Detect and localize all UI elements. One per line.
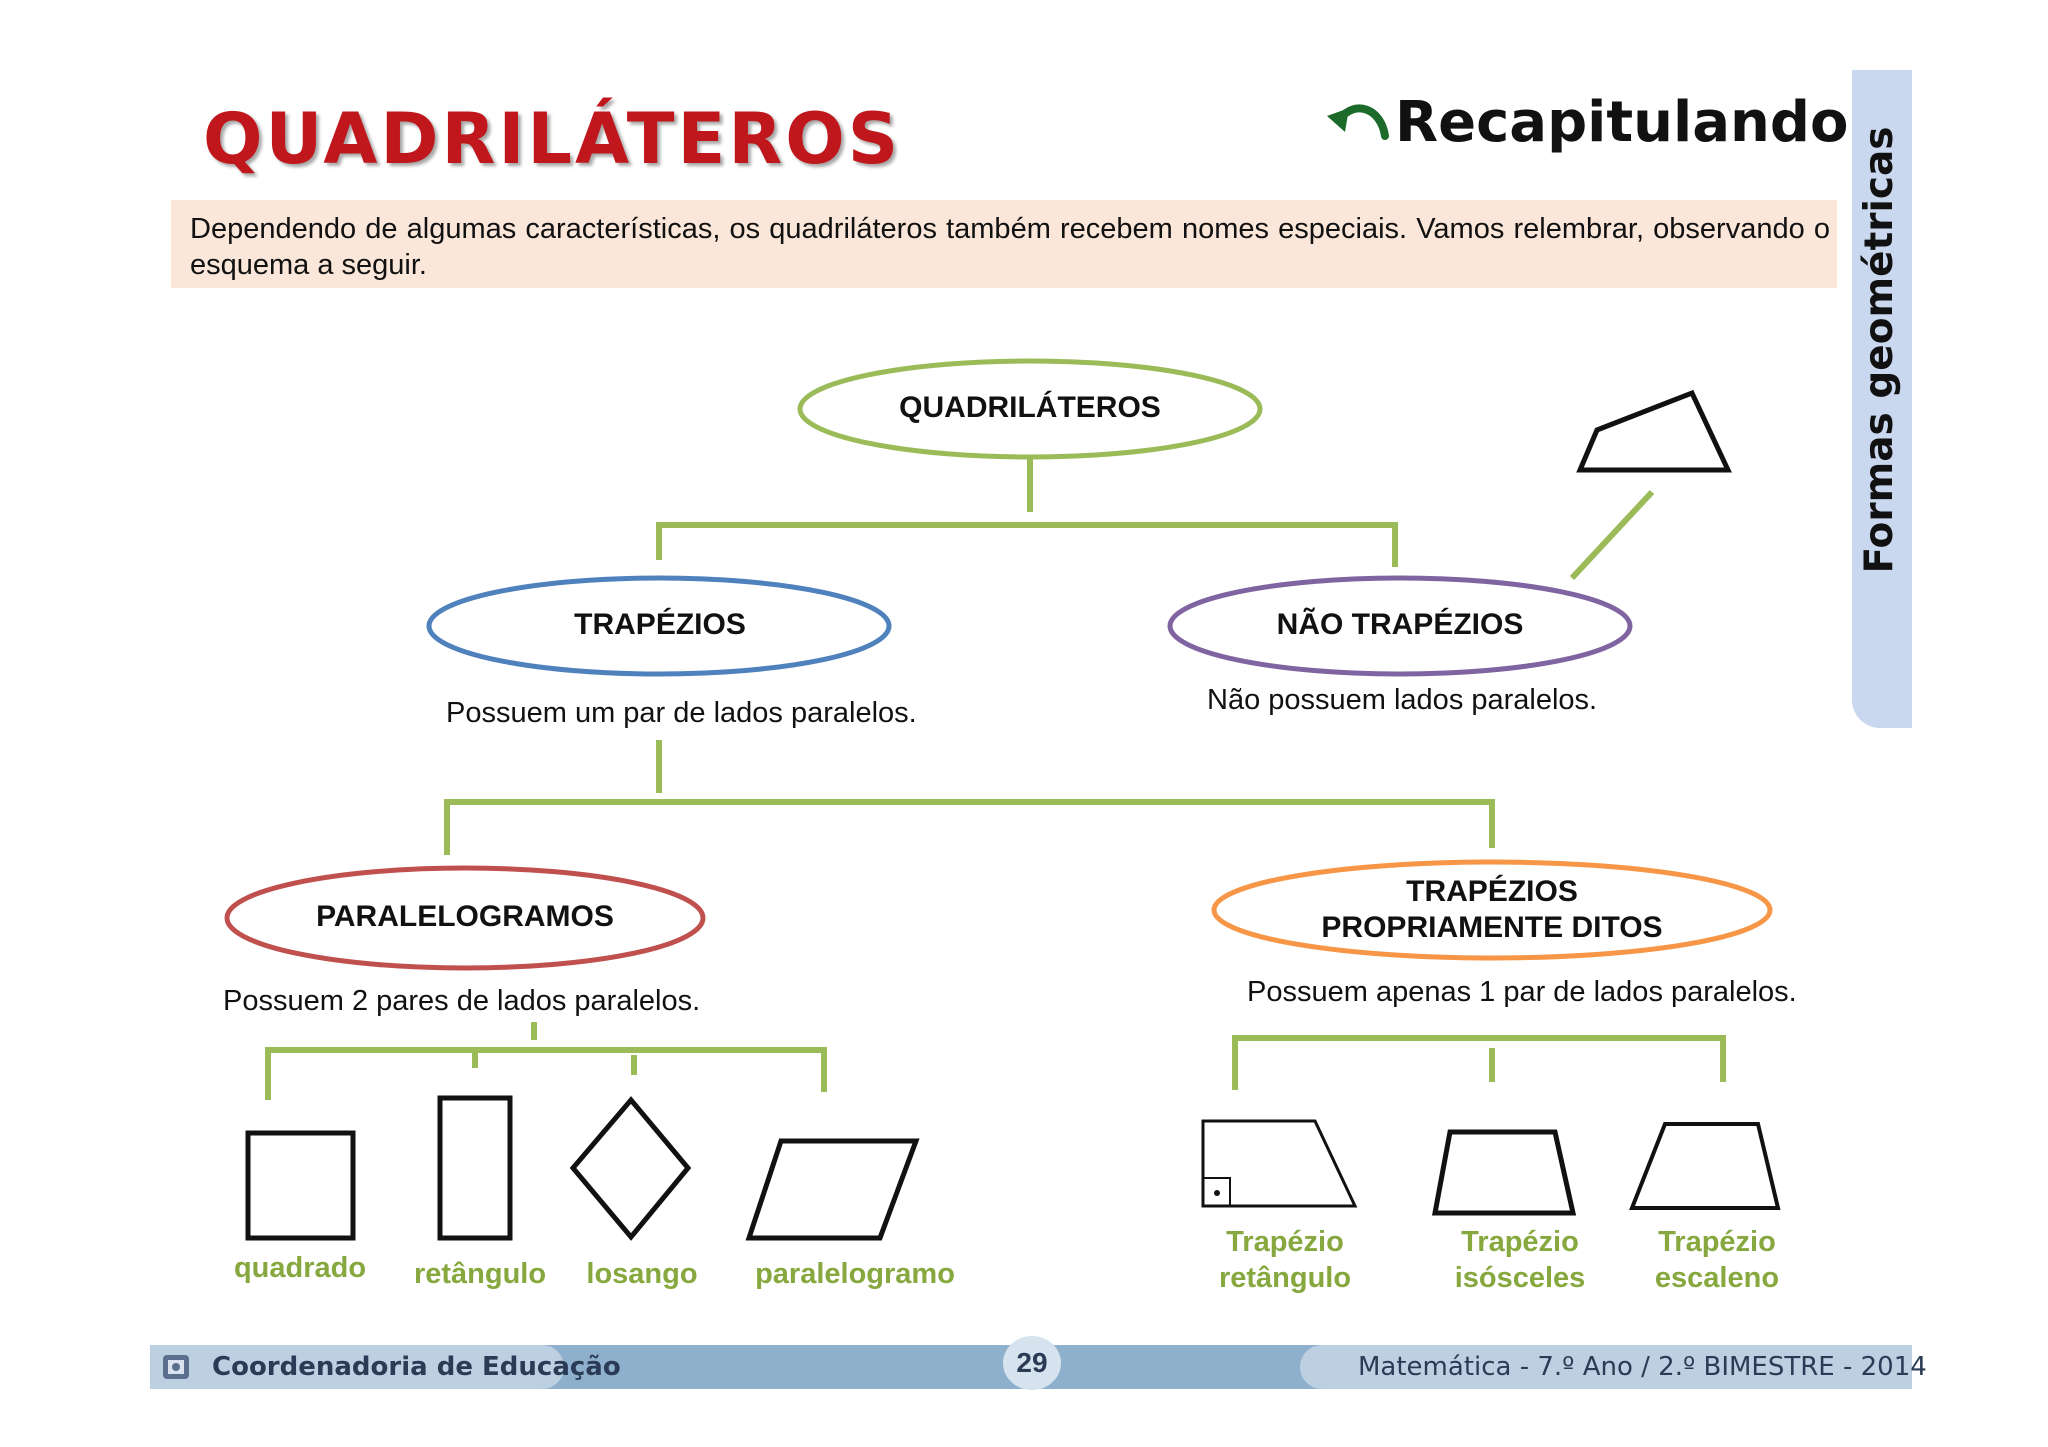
losango-shape (569, 1096, 692, 1241)
footer-right-panel (1300, 1345, 1912, 1389)
emblem-icon (163, 1355, 189, 1379)
root-label: QUADRILÁTEROS (899, 391, 1161, 424)
trapezios-pd-line2: PROPRIAMENTE DITOS (1321, 911, 1663, 944)
nao-trapezios-desc: Não possuem lados paralelos. (1207, 684, 1598, 716)
shape-label-retangulo: retângulo (413, 1258, 547, 1290)
side-tab (1852, 70, 1912, 728)
retangulo-shape (437, 1095, 513, 1241)
paralelogramos-desc: Possuem 2 pares de lados paralelos. (223, 985, 701, 1017)
footer-left-panel (150, 1345, 564, 1389)
trapezios-label: TRAPÉZIOS (574, 608, 746, 641)
shape-label-losango: losango (586, 1258, 698, 1290)
right-angle-dot (1214, 1190, 1220, 1196)
nao-trapezios-label: NÃO TRAPÉZIOS (1276, 608, 1524, 641)
intro-box (171, 200, 1837, 288)
shape-label-quadrado: quadrado (233, 1252, 367, 1284)
paralelogramos-ellipse (224, 865, 706, 971)
trapezio-retangulo-shape (1201, 1119, 1358, 1208)
trapezio-retangulo-line2: retângulo (1218, 1262, 1352, 1294)
footer-course: Matemática - 7.º Ano / 2.º BIMESTRE - 20… (1358, 1352, 1927, 1382)
nao-trapezios-ellipse (1167, 575, 1633, 677)
trapezio-isosceles-shape (1431, 1129, 1577, 1216)
trapezios-ellipse (426, 575, 892, 677)
quadrado-shape (245, 1130, 356, 1241)
paralelogramos-label: PARALELOGRAMOS (316, 900, 614, 933)
trapezio-escaleno-line1: Trapézio (1658, 1226, 1776, 1258)
trapezio-isosceles-line2: isósceles (1454, 1262, 1586, 1294)
root-ellipse (797, 358, 1263, 460)
right-angle-mark (1202, 1177, 1231, 1207)
shape-label-trapezio-isosceles: Trapézio isósceles (1425, 1224, 1615, 1296)
trapezio-isosceles-line1: Trapézio (1461, 1226, 1579, 1258)
nao-trapezio-shape (1576, 389, 1732, 473)
shape-label-paralelogramo: paralelogramo (755, 1258, 955, 1290)
connector-lines (265, 457, 1726, 1100)
trapezio-escaleno-line2: escaleno (1654, 1262, 1780, 1294)
trapezio-escaleno-shape (1629, 1122, 1781, 1210)
trapezios-pd-desc: Possuem apenas 1 par de lados paralelos. (1247, 976, 1797, 1008)
trapezios-pd-label: TRAPÉZIOS PROPRIAMENTE DITOS (1214, 874, 1770, 946)
page-number: 29 (1003, 1336, 1061, 1390)
trapezios-desc: Possuem um par de lados paralelos. (446, 697, 917, 729)
shape-label-trapezio-escaleno: Trapézio escaleno (1622, 1224, 1812, 1296)
curved-arrow-icon (1327, 104, 1389, 140)
recap-heading: Recapitulando... (1395, 90, 1913, 155)
trapezios-pd-line1: TRAPÉZIOS (1406, 875, 1578, 908)
page-title: QUADRILÁTEROS (203, 98, 902, 180)
footer-org: Coordenadoria de Educação (212, 1352, 621, 1382)
trapezios-pd-ellipse (1211, 859, 1773, 961)
shape-label-trapezio-retangulo: Trapézio retângulo (1190, 1224, 1380, 1296)
intro-text: Dependendo de algumas características, o… (190, 213, 1830, 281)
paralelogramo-shape (745, 1138, 920, 1241)
trapezio-retangulo-line1: Trapézio (1226, 1226, 1344, 1258)
